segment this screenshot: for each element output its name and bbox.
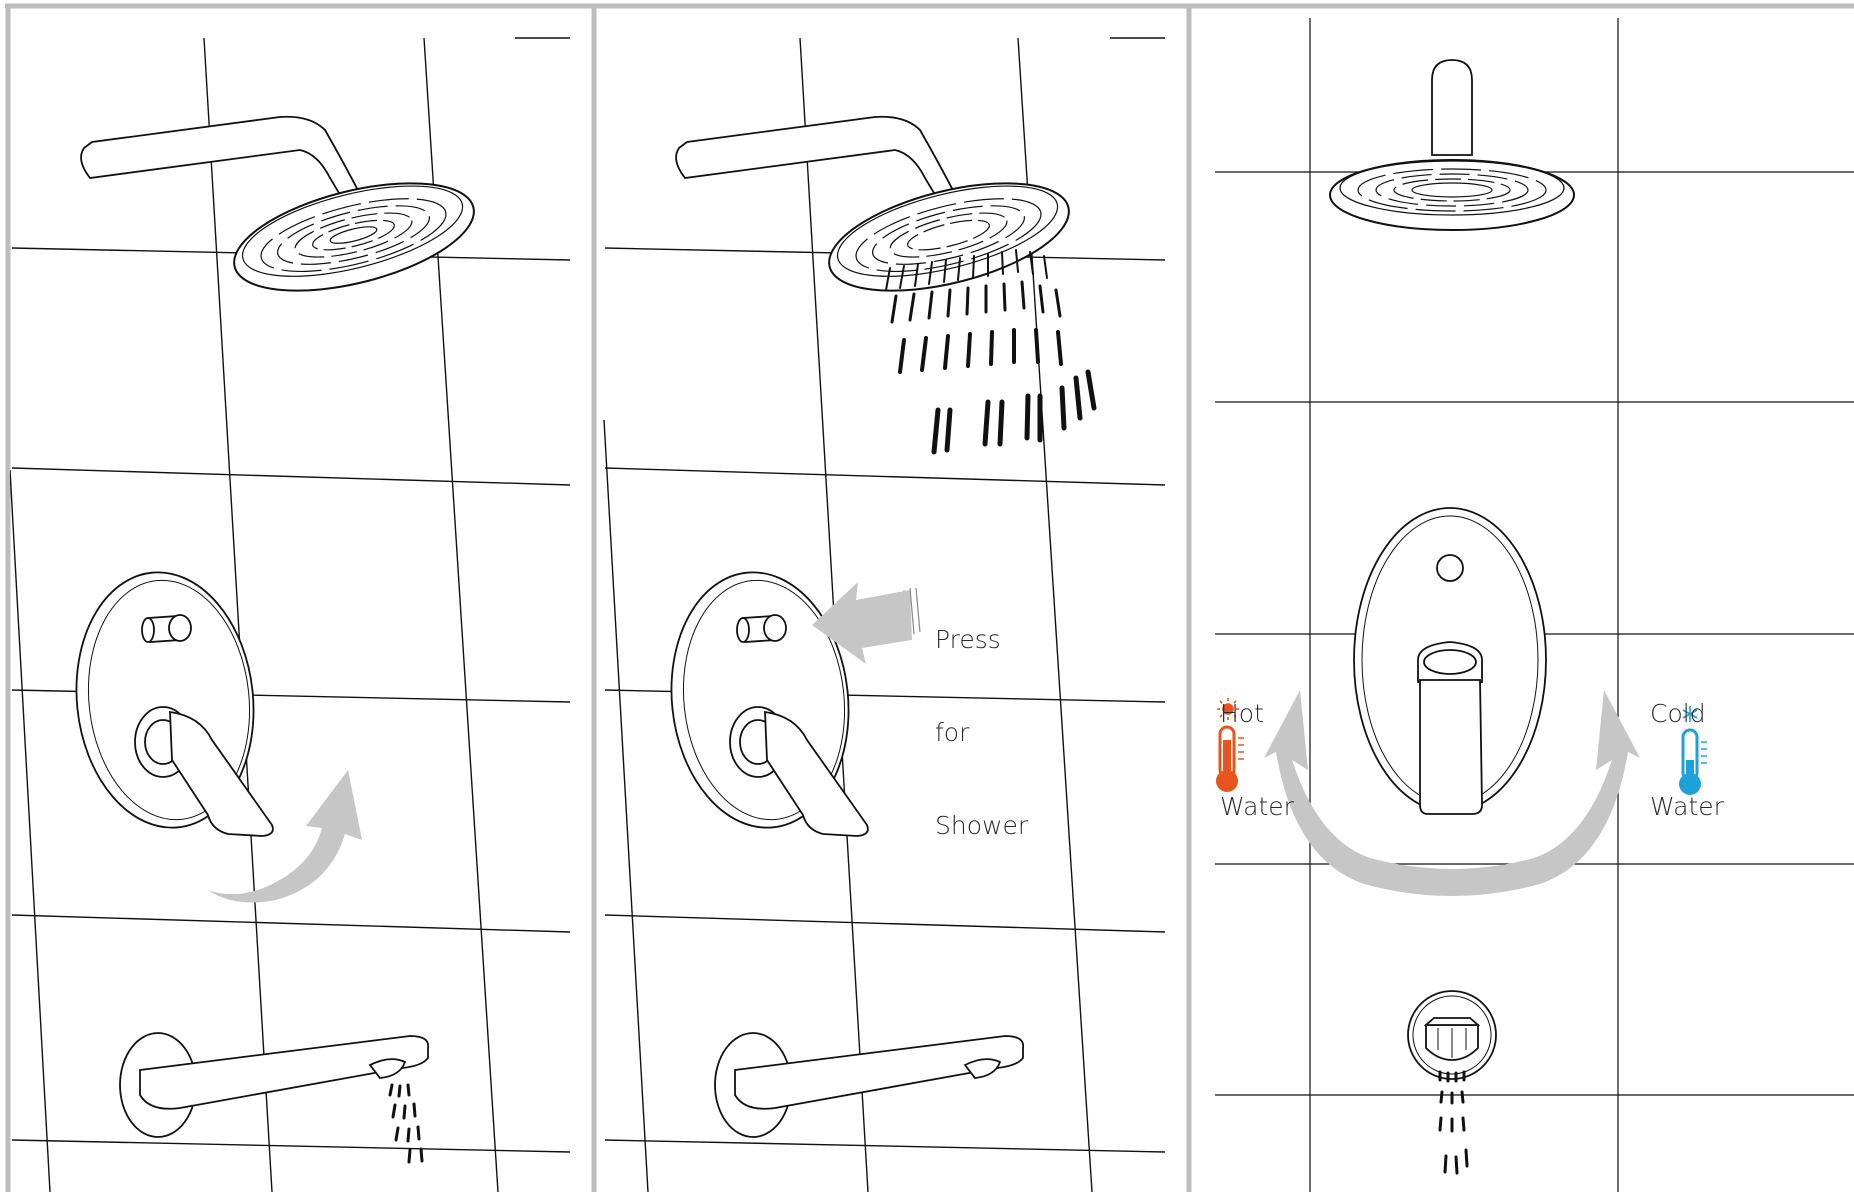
diverter-button	[142, 615, 191, 642]
label-line: Water	[1650, 791, 1724, 822]
panel-2	[604, 38, 1165, 1192]
label-line: Press	[935, 624, 1028, 655]
label-line: Water	[1220, 791, 1294, 822]
label-line: for	[935, 717, 1028, 748]
shower-head	[1330, 160, 1574, 230]
panel-3	[1215, 18, 1854, 1192]
tub-spout	[120, 1033, 428, 1137]
spout-water	[390, 1085, 422, 1162]
shower-arm	[1432, 60, 1472, 155]
label-line: Cold	[1650, 698, 1724, 729]
label-line: Hot	[1220, 698, 1294, 729]
shower-arm	[81, 117, 362, 203]
panel-1	[10, 38, 570, 1192]
tub-spout	[1408, 991, 1496, 1079]
press-for-shower-label: Press for Shower	[935, 562, 1028, 872]
mixer-handle	[1418, 642, 1482, 814]
diverter-button	[1437, 555, 1463, 581]
tub-spout	[715, 1033, 1023, 1137]
diverter-button	[737, 615, 786, 642]
cold-water-label: Cold Water	[1650, 636, 1724, 853]
label-line: Shower	[935, 810, 1028, 841]
spout-water	[1440, 1072, 1467, 1173]
hot-water-label: Hot Water	[1220, 636, 1294, 853]
shower-arm	[676, 117, 957, 203]
